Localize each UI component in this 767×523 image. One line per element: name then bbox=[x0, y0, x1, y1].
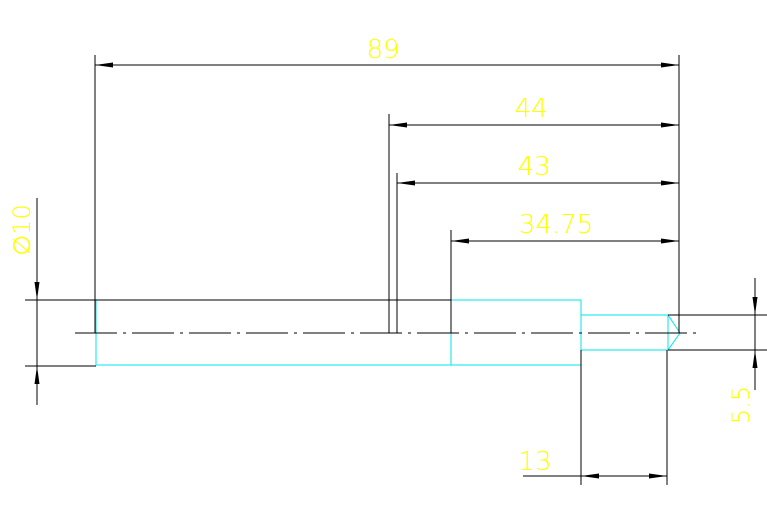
dim-text-diameter-tip: 5.5 bbox=[727, 386, 755, 424]
dim-text-34-75: 34.75 bbox=[519, 210, 593, 240]
dimension-lines bbox=[25, 55, 767, 485]
dim-text-89: 89 bbox=[366, 35, 399, 65]
dim-text-13: 13 bbox=[518, 447, 551, 477]
dim-text-44: 44 bbox=[514, 94, 547, 124]
dim-text-43: 43 bbox=[517, 152, 550, 182]
dim-text-diameter-main: ∅10 bbox=[8, 204, 36, 255]
